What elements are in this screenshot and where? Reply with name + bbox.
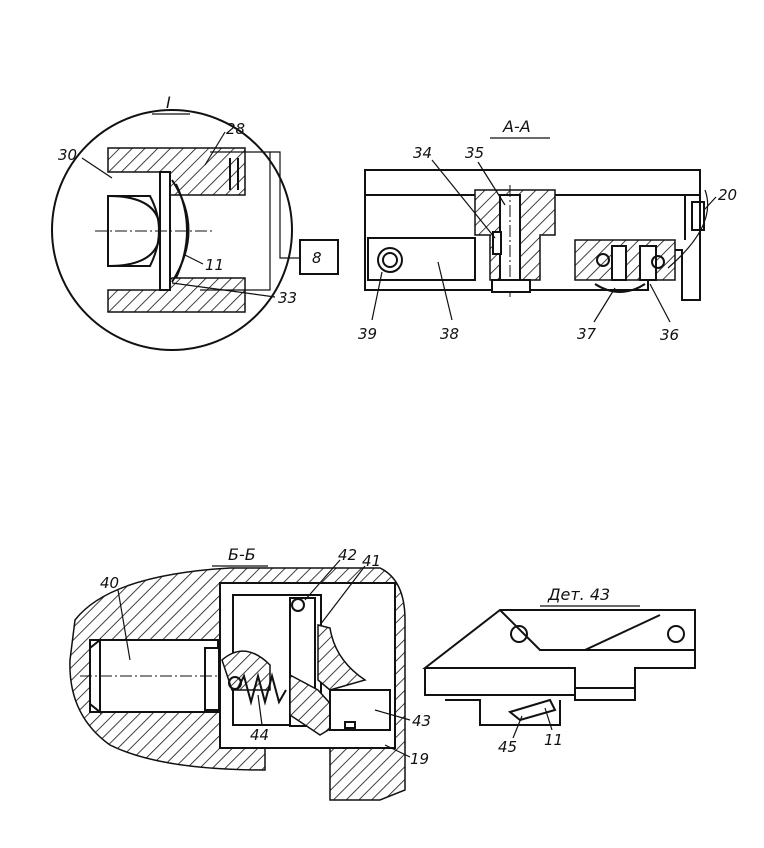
leader-45 bbox=[512, 715, 523, 739]
leader-39 bbox=[371, 271, 383, 321]
label-38: 38 bbox=[440, 325, 459, 343]
screw-35-head bbox=[491, 279, 531, 293]
detail-43-step bbox=[574, 688, 636, 701]
detail-43-hole-right bbox=[667, 625, 685, 643]
detail-43-slot bbox=[507, 698, 557, 722]
detail-i-title: I bbox=[166, 93, 171, 112]
label-35: 35 bbox=[465, 144, 484, 162]
section-aa-body bbox=[364, 169, 701, 301]
label-36: 36 bbox=[660, 326, 679, 344]
spring-end bbox=[228, 676, 242, 690]
detail-i-circle bbox=[51, 109, 293, 351]
part-34 bbox=[492, 231, 502, 255]
label-43: 43 bbox=[412, 712, 431, 730]
spring-37 bbox=[594, 283, 646, 293]
slide-38 bbox=[367, 237, 476, 281]
leader-42 bbox=[304, 559, 341, 601]
block-8 bbox=[299, 239, 339, 275]
pin-39 bbox=[377, 247, 403, 273]
spring-44 bbox=[236, 672, 287, 706]
label-42: 42 bbox=[338, 546, 357, 564]
label-44: 44 bbox=[250, 726, 269, 744]
fastener-left bbox=[596, 253, 610, 267]
leader-11-b bbox=[544, 707, 553, 731]
section-bb-title: Б-Б bbox=[228, 545, 256, 564]
leader-40 bbox=[117, 589, 131, 661]
block-43 bbox=[329, 689, 391, 731]
detail-43-top-face bbox=[422, 609, 696, 689]
leader-44 bbox=[257, 694, 263, 726]
part-40-collar bbox=[204, 647, 220, 711]
leader-33 bbox=[171, 282, 276, 298]
section-aa-stop bbox=[640, 194, 686, 240]
label-11-b: 11 bbox=[544, 731, 563, 749]
detail-43-lower-lip bbox=[445, 699, 561, 726]
leader-38 bbox=[437, 261, 453, 321]
section-view-aa: А-А 34 35 20 39 38 bbox=[358, 117, 737, 344]
part-37-body bbox=[611, 245, 627, 281]
fastener-right bbox=[651, 255, 665, 269]
label-40: 40 bbox=[100, 574, 119, 592]
label-41: 41 bbox=[362, 552, 381, 570]
profile-41 bbox=[317, 624, 367, 691]
part-20 bbox=[691, 201, 705, 231]
detail-43-inner-edge bbox=[499, 609, 695, 651]
leader-28 bbox=[204, 131, 226, 166]
label-11: 11 bbox=[205, 256, 224, 274]
label-39: 39 bbox=[358, 325, 377, 343]
label-34: 34 bbox=[413, 144, 432, 162]
label-30: 30 bbox=[58, 146, 77, 164]
leader-11 bbox=[184, 254, 204, 265]
label-33: 33 bbox=[278, 289, 297, 307]
part-36-body bbox=[639, 245, 657, 281]
detail-view-43: Дет. 43 45 11 bbox=[422, 585, 696, 756]
leader-41 bbox=[319, 565, 366, 626]
label-37: 37 bbox=[577, 325, 597, 343]
leader-37 bbox=[593, 287, 616, 323]
detail-i-wire bbox=[210, 151, 300, 259]
detail-43-hole-left bbox=[510, 625, 528, 643]
label-28: 28 bbox=[226, 120, 245, 138]
detail-43-slope bbox=[584, 614, 661, 651]
detail-view-i: I 8 28 30 11 33 bbox=[51, 93, 339, 351]
part-40-chamfer bbox=[89, 637, 101, 715]
leader-19 bbox=[384, 744, 411, 758]
section-view-bb: Б-Б 40 42 41 44 43 19 bbox=[69, 545, 431, 801]
leader-30 bbox=[81, 157, 113, 179]
leader-20 bbox=[703, 196, 717, 211]
section-aa-title: А-А bbox=[502, 117, 531, 136]
wire-20 bbox=[667, 189, 709, 269]
leader-35 bbox=[477, 161, 506, 206]
detail-43-front-edge bbox=[424, 668, 575, 696]
block-8-label: 8 bbox=[312, 249, 322, 267]
leader-36 bbox=[649, 283, 671, 323]
label-19: 19 bbox=[410, 750, 429, 768]
block-43-notch bbox=[344, 721, 356, 729]
detail-43-title: Дет. 43 bbox=[547, 585, 610, 604]
pin-39-inner bbox=[382, 252, 398, 268]
pin-top bbox=[291, 598, 305, 612]
label-45: 45 bbox=[498, 738, 517, 756]
label-20: 20 bbox=[718, 186, 737, 204]
leader-34 bbox=[431, 159, 496, 239]
leader-43 bbox=[374, 709, 411, 721]
